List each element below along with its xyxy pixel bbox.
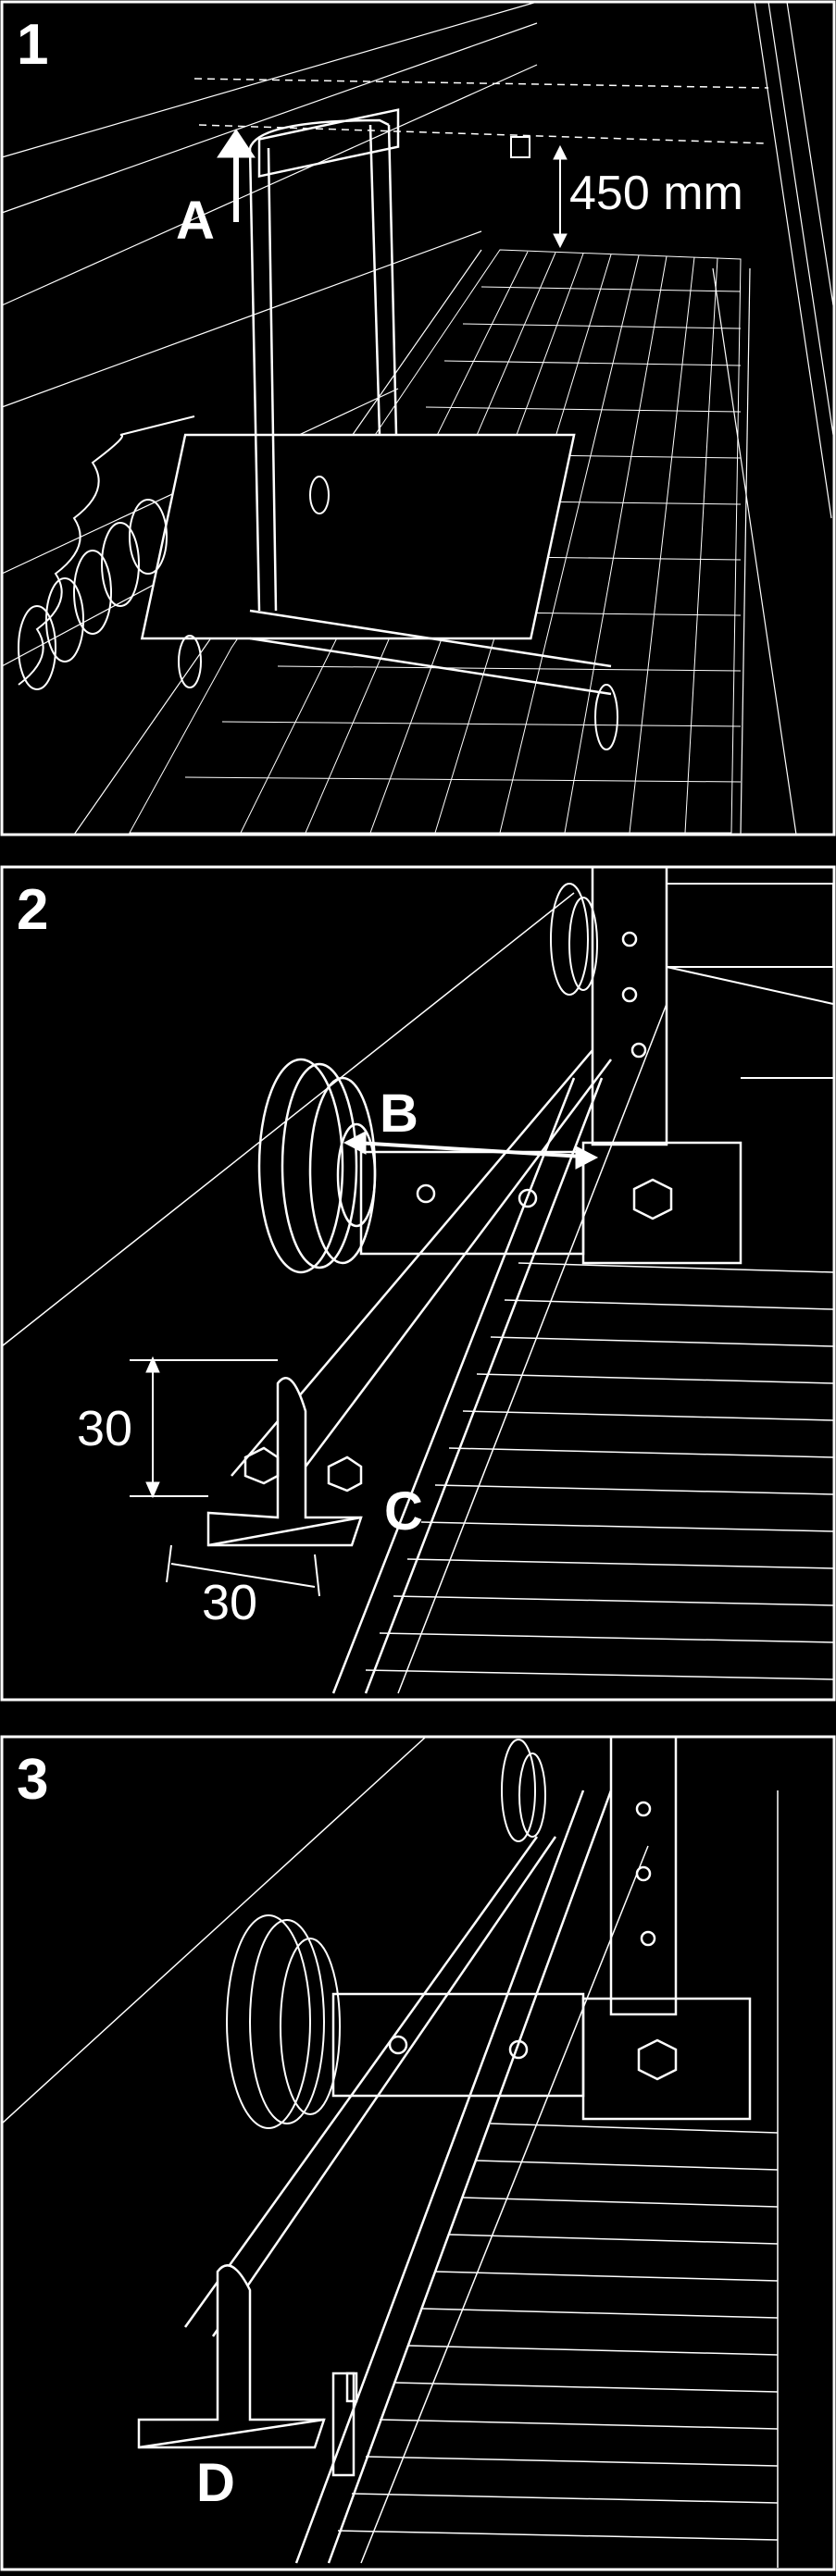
label-dim-vertical: 30 — [77, 1401, 133, 1456]
wall-edge — [1, 1736, 427, 2124]
panel-1: 1 A 450 mm — [0, 0, 836, 837]
trolley-deck — [140, 433, 576, 640]
wheel — [226, 1914, 341, 2129]
panel-1-number: 1 — [17, 13, 49, 77]
panel-2-frame — [0, 865, 836, 1702]
rail — [183, 1790, 613, 2564]
bracket — [331, 1992, 752, 2121]
coil-spring — [18, 415, 195, 690]
wall-edge — [1, 892, 575, 1347]
dashed-reference — [193, 78, 769, 144]
panel-1-frame — [0, 0, 836, 836]
label-d: D — [196, 2453, 235, 2513]
upper-wheel — [501, 1739, 546, 1842]
arrow-b-icon — [343, 1131, 599, 1170]
wheel — [257, 1058, 377, 1274]
label-dim-horizontal: 30 — [202, 1575, 258, 1630]
bracket — [359, 1141, 742, 1265]
wall-bracket — [510, 136, 530, 158]
profile-c — [206, 1377, 363, 1547]
panel-2-drawing — [0, 865, 836, 1702]
vertical-post — [609, 1735, 678, 2016]
dim-vertical — [130, 1356, 278, 1499]
label-c: C — [384, 1481, 423, 1542]
arrow-a-icon — [217, 129, 256, 222]
rail — [231, 1049, 612, 1694]
floor-steps — [365, 1003, 834, 1694]
handle-bar — [257, 108, 400, 178]
panel-3-drawing — [0, 1735, 836, 2571]
panel-3: 3 D — [0, 1735, 836, 2572]
label-b: B — [380, 1084, 418, 1144]
dim-horizontal — [166, 1544, 320, 1597]
trolley — [140, 108, 612, 696]
panel-3-frame — [0, 1735, 836, 2571]
profile-d — [137, 2264, 358, 2477]
upper-wheel — [550, 883, 598, 996]
machine-body — [666, 883, 834, 1079]
panel-2-number: 2 — [17, 878, 49, 942]
label-a: A — [176, 191, 215, 251]
panel-2: 2 B C 30 30 — [0, 865, 836, 1703]
trolley-wheels — [178, 476, 618, 750]
label-450mm: 450 mm — [569, 167, 743, 220]
panel-1-drawing — [0, 0, 836, 836]
right-wall-lines — [712, 1, 834, 836]
floor-steps — [337, 1790, 779, 2568]
vertical-post — [591, 865, 668, 1146]
panel-3-number: 3 — [17, 1748, 49, 1812]
dimension-450 — [553, 144, 568, 249]
